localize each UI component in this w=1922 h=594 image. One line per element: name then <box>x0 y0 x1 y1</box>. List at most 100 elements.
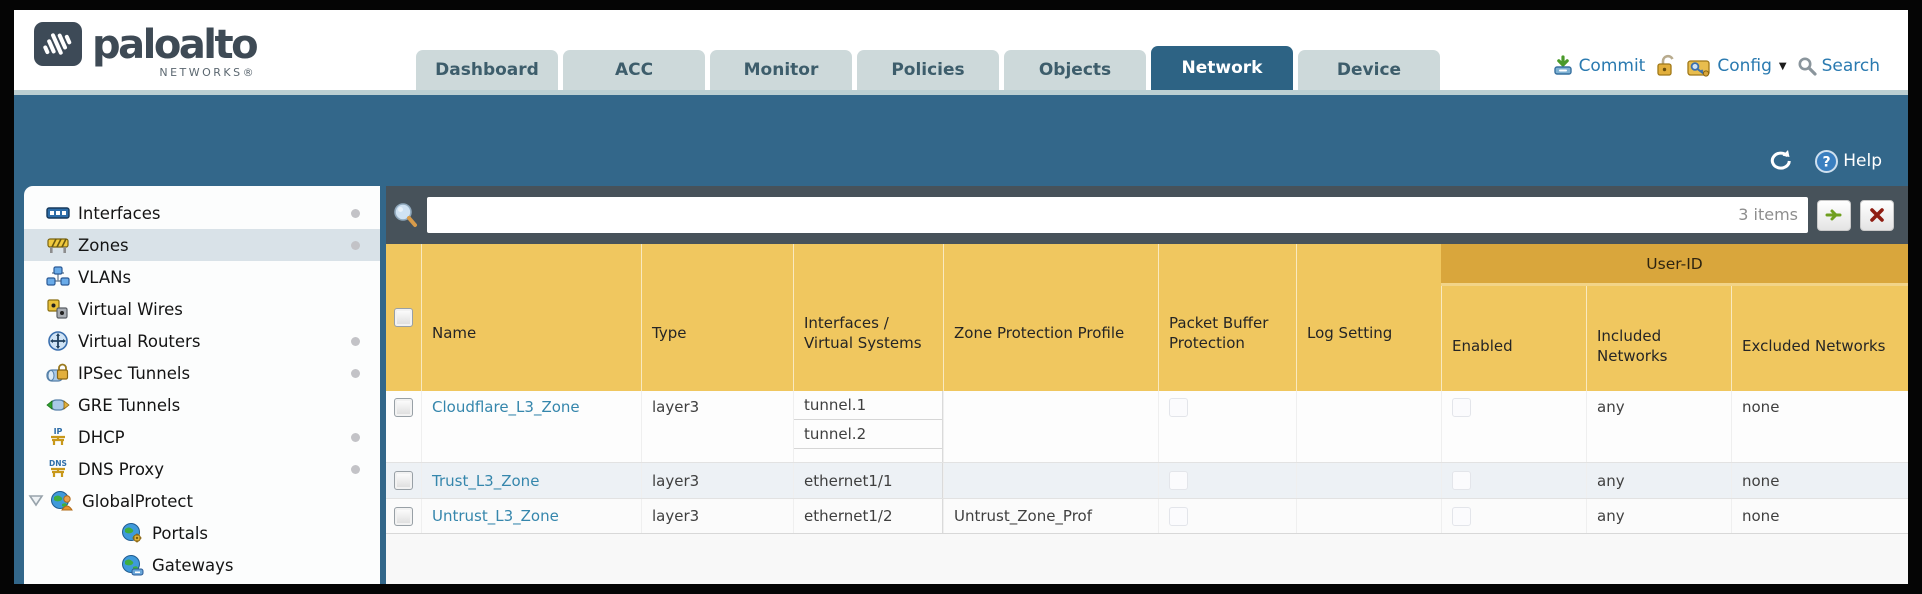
clear-x-icon <box>1870 208 1884 222</box>
sidebar-item-label: Interfaces <box>78 203 161 223</box>
packet-buffer-checkbox[interactable] <box>1169 506 1188 526</box>
sidebar-item-label: GRE Tunnels <box>78 395 181 415</box>
column-header-excluded-networks[interactable]: Excluded Networks <box>1731 244 1908 391</box>
sidebar-item-vlans[interactable]: VLANs <box>24 261 380 293</box>
filter-search-icon[interactable] <box>392 202 418 229</box>
zone-type-cell: layer3 <box>641 463 793 498</box>
sidebar-item-gre-tunnels[interactable]: GRE Tunnels <box>24 389 380 421</box>
tab-objects[interactable]: Objects <box>1004 50 1146 90</box>
filter-input-wrap: 3 items <box>427 197 1808 233</box>
refresh-icon[interactable] <box>1766 148 1794 174</box>
user-id-enabled-checkbox[interactable] <box>1452 506 1471 526</box>
column-header-name[interactable]: Name <box>421 244 641 391</box>
sidebar-item-label: GlobalProtect <box>82 491 193 511</box>
column-header-log-setting[interactable]: Log Setting <box>1296 244 1441 391</box>
interfaces-icon <box>46 207 70 219</box>
expand-triangle-icon[interactable] <box>28 494 44 508</box>
row-checkbox[interactable] <box>394 506 413 526</box>
network-sidebar: Interfaces Zones VLANs <box>24 186 380 584</box>
row-checkbox[interactable] <box>394 471 413 490</box>
status-dot <box>351 241 360 250</box>
sidebar-item-zones[interactable]: Zones <box>24 229 380 261</box>
user-id-enabled-checkbox[interactable] <box>1452 398 1471 417</box>
tab-monitor[interactable]: Monitor <box>710 50 852 90</box>
clear-filter-button[interactable] <box>1860 199 1894 231</box>
search-menu[interactable]: Search <box>1797 56 1880 76</box>
packet-buffer-cell <box>1158 391 1296 462</box>
dns-proxy-icon: DNS <box>49 459 67 477</box>
zone-protection-cell <box>943 463 1158 498</box>
status-dot <box>351 337 360 346</box>
packet-buffer-cell <box>1158 463 1296 498</box>
excluded-networks-cell: none <box>1731 391 1908 462</box>
help-icon: ? <box>1815 149 1839 173</box>
zone-interfaces-cell: ethernet1/2 <box>793 499 943 533</box>
zone-interfaces-cell: ethernet1/1 <box>793 463 943 498</box>
included-networks-cell: any <box>1586 391 1731 462</box>
app-window: paloalto NETWORKS® Dashboard ACC Monitor… <box>14 10 1908 584</box>
sidebar-item-virtual-routers[interactable]: Virtual Routers <box>24 325 380 357</box>
column-header-type[interactable]: Type <box>641 244 793 391</box>
help-button[interactable]: ? Help <box>1814 149 1882 174</box>
row-checkbox[interactable] <box>394 398 413 417</box>
sidebar-item-label: VLANs <box>78 267 132 287</box>
tab-policies[interactable]: Policies <box>857 50 999 90</box>
included-networks-cell: any <box>1586 463 1731 498</box>
gre-tunnels-icon <box>46 399 70 411</box>
sidebar-item-dhcp[interactable]: IP DHCP <box>24 421 380 453</box>
table-row: Untrust_L3_Zone layer3 ethernet1/2 Untru… <box>386 499 1908 534</box>
paloalto-logo-icon <box>34 22 82 66</box>
lock-icon[interactable] <box>1655 54 1677 78</box>
sidebar-item-gateways[interactable]: Gateways <box>24 549 380 581</box>
sidebar-item-dns-proxy[interactable]: DNS DNS Proxy <box>24 453 380 485</box>
sidebar-item-interfaces[interactable]: Interfaces <box>24 197 380 229</box>
svg-text:?: ? <box>1823 154 1831 170</box>
user-id-enabled-checkbox[interactable] <box>1452 471 1471 490</box>
paloalto-logo: paloalto NETWORKS® <box>34 22 259 79</box>
select-all-cell <box>386 244 421 391</box>
log-setting-cell <box>1296 391 1441 462</box>
filter-bar: 3 items <box>386 186 1908 244</box>
tab-dashboard[interactable]: Dashboard <box>416 50 558 90</box>
user-id-group-header: User-ID <box>1441 244 1908 286</box>
column-header-included-networks[interactable]: Included Networks <box>1586 244 1731 391</box>
sidebar-item-portals[interactable]: Portals <box>24 517 380 549</box>
commit-icon <box>1553 55 1572 75</box>
sidebar-item-virtual-wires[interactable]: Virtual Wires <box>24 293 380 325</box>
user-id-enabled-cell <box>1441 463 1586 498</box>
filter-input[interactable] <box>427 197 1808 233</box>
apply-filter-button[interactable] <box>1817 199 1851 231</box>
sidebar-item-label: IPSec Tunnels <box>78 363 191 383</box>
sidebar-item-label: DNS Proxy <box>78 459 164 479</box>
column-header-zone-protection-profile[interactable]: Zone Protection Profile <box>943 244 1158 391</box>
column-header-interfaces[interactable]: Interfaces / Virtual Systems <box>793 244 943 391</box>
top-bar: paloalto NETWORKS® Dashboard ACC Monitor… <box>14 10 1908 90</box>
sidebar-item-globalprotect[interactable]: GlobalProtect <box>24 485 380 517</box>
zones-panel: 3 items User-ID Name Type <box>386 186 1908 584</box>
brand-subtitle: NETWORKS® <box>159 66 257 79</box>
gateways-icon <box>122 555 144 576</box>
sidebar-item-ipsec-tunnels[interactable]: IPSec Tunnels <box>24 357 380 389</box>
green-arrow-icon <box>1825 209 1842 221</box>
packet-buffer-checkbox[interactable] <box>1169 471 1188 490</box>
select-all-checkbox[interactable] <box>394 308 413 327</box>
tab-acc[interactable]: ACC <box>563 50 705 90</box>
virtual-routers-icon <box>48 331 68 351</box>
zone-name-link[interactable]: Untrust_L3_Zone <box>432 507 559 525</box>
sidebar-item-label: Zones <box>78 235 129 255</box>
tab-network[interactable]: Network <box>1151 46 1293 90</box>
config-menu[interactable]: Config ▼ <box>1687 55 1787 78</box>
zone-name-link[interactable]: Trust_L3_Zone <box>432 471 540 490</box>
brand-name: paloalto <box>92 22 259 68</box>
packet-buffer-checkbox[interactable] <box>1169 398 1188 417</box>
zone-name-link[interactable]: Cloudflare_L3_Zone <box>432 398 580 416</box>
table-header: User-ID Name Type Interfaces / Virtual S… <box>386 244 1908 391</box>
column-header-packet-buffer-protection[interactable]: Packet Buffer Protection <box>1158 244 1296 391</box>
tab-device[interactable]: Device <box>1298 50 1440 90</box>
status-dot <box>351 209 360 218</box>
zones-icon <box>47 238 69 253</box>
column-header-enabled[interactable]: Enabled <box>1441 244 1586 391</box>
interface-entry: tunnel.1 <box>794 391 942 420</box>
commit-button[interactable]: Commit <box>1552 55 1645 77</box>
zone-type-cell: layer3 <box>641 499 793 533</box>
